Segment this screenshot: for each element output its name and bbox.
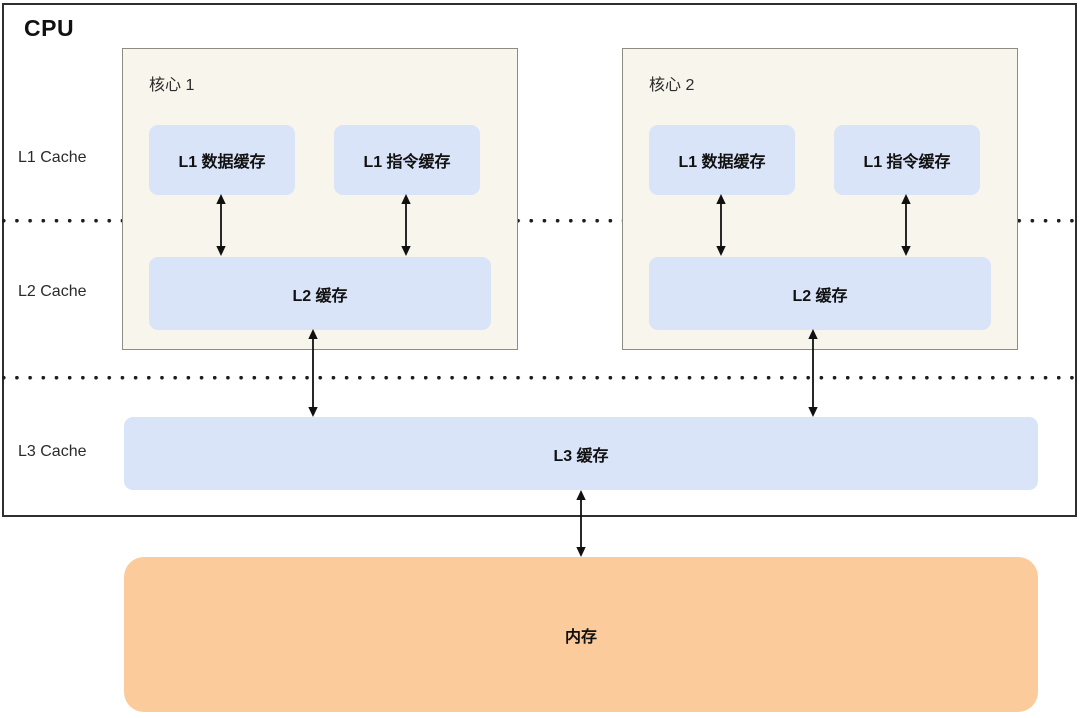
l1-instruction-cache-core2: L1 指令缓存 bbox=[834, 125, 980, 195]
l1-data-cache-core2: L1 数据缓存 bbox=[649, 125, 795, 195]
arrow-l1data-l2-core2 bbox=[714, 194, 728, 256]
l1-instruction-cache-core1: L1 指令缓存 bbox=[334, 125, 480, 195]
core-box-2: 核心 2 L1 数据缓存 L1 指令缓存 L2 缓存 bbox=[622, 48, 1018, 350]
arrow-l2-l3-core2 bbox=[806, 329, 820, 417]
row-label-l2-cache: L2 Cache bbox=[18, 283, 87, 300]
arrow-l1data-l2-core1 bbox=[214, 194, 228, 256]
arrow-l3-memory bbox=[574, 490, 588, 557]
row-label-l1-cache: L1 Cache bbox=[18, 149, 87, 166]
arrow-l1inst-l2-core1 bbox=[399, 194, 413, 256]
level-divider-l1-l2 bbox=[2, 219, 1078, 223]
arrow-l1inst-l2-core2 bbox=[899, 194, 913, 256]
l1-data-cache-core1: L1 数据缓存 bbox=[149, 125, 295, 195]
l3-cache-block: L3 缓存 bbox=[124, 417, 1038, 490]
core-box-1: 核心 1 L1 数据缓存 L1 指令缓存 L2 缓存 bbox=[122, 48, 518, 350]
cpu-title: CPU bbox=[24, 15, 75, 41]
l2-cache-core2: L2 缓存 bbox=[649, 257, 991, 330]
core-title-1: 核心 1 bbox=[149, 77, 195, 94]
core-title-2: 核心 2 bbox=[649, 77, 695, 94]
level-divider-l2-l3 bbox=[2, 376, 1078, 380]
l2-cache-core1: L2 缓存 bbox=[149, 257, 491, 330]
arrow-l2-l3-core1 bbox=[306, 329, 320, 417]
row-label-l3-cache: L3 Cache bbox=[18, 443, 87, 460]
memory-block: 内存 bbox=[124, 557, 1038, 712]
